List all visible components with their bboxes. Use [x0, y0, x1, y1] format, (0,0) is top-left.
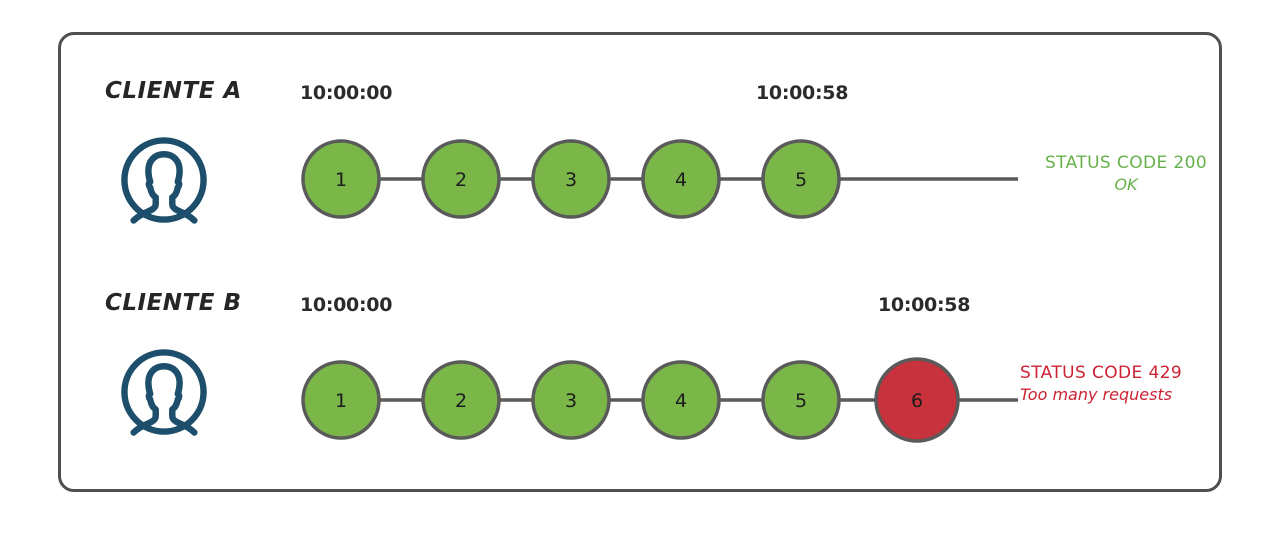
status-message-line: OK	[1114, 175, 1138, 194]
status-badge-a: STATUS CODE 200 OK	[1028, 152, 1224, 195]
timestamp-end-a: 10:00:58	[756, 82, 849, 104]
timestamp-start-a: 10:00:00	[300, 82, 393, 104]
timestamp-end-b: 10:00:58	[878, 294, 971, 316]
diagram-frame	[58, 32, 1222, 492]
status-code-line: STATUS CODE 429	[1020, 363, 1183, 383]
status-badge-b: STATUS CODE 429 Too many requests	[1020, 362, 1216, 405]
status-code-line: STATUS CODE 200	[1044, 153, 1208, 173]
client-a-label: CLIENTE A	[105, 78, 242, 104]
user-avatar-icon	[118, 134, 210, 226]
timestamp-start-b: 10:00:00	[300, 294, 393, 316]
client-b-label: CLIENTE B	[105, 290, 242, 316]
user-avatar-icon	[118, 346, 210, 438]
status-message-line: Too many requests	[1020, 385, 1173, 404]
